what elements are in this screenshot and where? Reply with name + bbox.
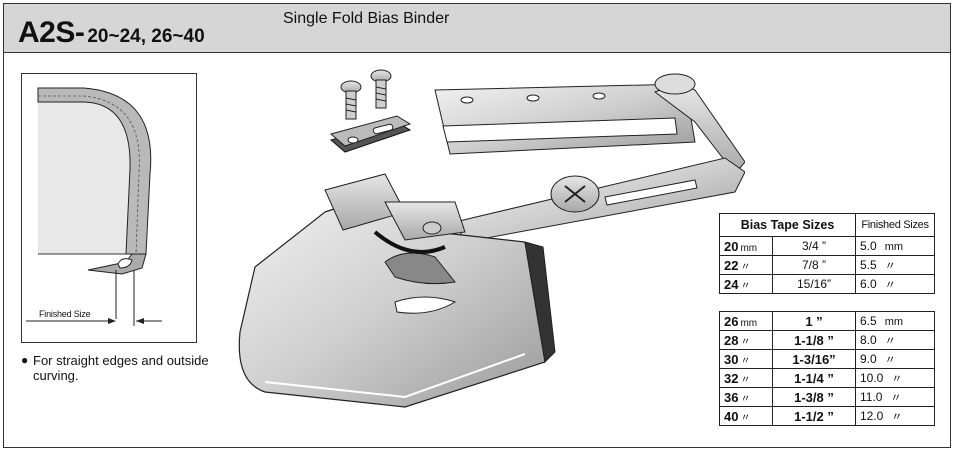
tape-size-inch: 1-1/2 ” <box>772 406 856 426</box>
tape-size-inch: 3/4 ” <box>772 236 856 256</box>
finished-size-value: 6.5 <box>860 314 877 328</box>
header-bias-tape-sizes: Bias Tape Sizes <box>719 213 856 237</box>
tape-size-inch: 1-1/8 ” <box>772 330 856 350</box>
finished-size-value: 8.0 <box>860 333 877 347</box>
header-bar: A2S-20~24, 26~40 Single Fold Bias Binder <box>4 4 950 53</box>
finished-size-unit: mm <box>884 241 904 253</box>
table-header-row: Bias Tape Sizes Finished Sizes <box>719 213 935 237</box>
tape-size-mm-value: 40 <box>724 408 739 424</box>
table-row: 24〃15/16”6.0〃 <box>719 274 935 294</box>
finished-size-unit: 〃 <box>884 354 896 366</box>
table-row: 22〃7/8 ”5.5〃 <box>719 255 935 275</box>
header-finished-sizes: Finished Sizes <box>855 213 935 237</box>
finished-size: 6.0 〃 <box>855 274 935 294</box>
tape-size-mm-value: 20 <box>724 238 739 254</box>
tape-size-mm: 40〃 <box>719 406 773 426</box>
tape-size-unit: mm <box>740 317 758 329</box>
tape-size-mm: 30〃 <box>719 349 773 369</box>
tape-size-mm: 36〃 <box>719 387 773 407</box>
tape-size-mm-value: 28 <box>724 332 739 348</box>
tape-size-mm-value: 30 <box>724 351 739 367</box>
tape-size-unit: 〃 <box>740 355 751 367</box>
tape-size-inch: 15/16” <box>772 274 856 294</box>
binding-diagram: Finished Size <box>21 73 197 343</box>
table-row: 32〃1-1/4 ”10.0〃 <box>719 368 935 388</box>
finished-size: 12.0 〃 <box>855 406 935 426</box>
tape-size-inch: 1 ” <box>772 311 856 331</box>
tape-size-unit: 〃 <box>740 393 751 405</box>
finished-size-unit: 〃 <box>891 411 903 423</box>
finished-size-unit: 〃 <box>890 392 902 404</box>
finished-size-unit: 〃 <box>884 260 896 272</box>
page-title: Single Fold Bias Binder <box>283 10 450 27</box>
tape-size-mm-value: 26 <box>724 313 739 329</box>
usage-note-text: For straight edges and outside curving. <box>33 353 209 383</box>
finished-size-value: 5.5 <box>860 258 877 272</box>
tape-size-mm: 24〃 <box>719 274 773 294</box>
finished-size: 5.0 mm <box>855 236 935 256</box>
table-row: 36〃1-3/8 ”11.0〃 <box>719 387 935 407</box>
finished-size-unit: 〃 <box>884 335 896 347</box>
tape-size-unit: 〃 <box>740 336 751 348</box>
tape-size-mm-value: 32 <box>724 370 739 386</box>
tape-size-unit: 〃 <box>740 280 751 292</box>
tape-size-unit: 〃 <box>740 261 751 273</box>
tape-size-inch: 1-1/4 ” <box>772 368 856 388</box>
model-number: A2S-20~24, 26~40 <box>18 16 205 50</box>
finished-size-label: Finished Size <box>39 309 91 319</box>
finished-size-value: 12.0 <box>860 409 884 423</box>
finished-size: 9.0 〃 <box>855 349 935 369</box>
table-row: 30〃1-3/16”9.0〃 <box>719 349 935 369</box>
tape-size-mm-value: 22 <box>724 257 739 273</box>
model-sizes: 20~24, 26~40 <box>87 26 205 47</box>
finished-size: 6.5 mm <box>855 311 935 331</box>
tape-size-mm: 28〃 <box>719 330 773 350</box>
finished-size-value: 6.0 <box>860 277 877 291</box>
fabric-binding-illustration <box>26 87 162 326</box>
finished-size: 5.5 〃 <box>855 255 935 275</box>
tape-size-mm-value: 24 <box>724 276 739 292</box>
tape-size-unit: 〃 <box>740 412 751 424</box>
finished-size-unit: 〃 <box>891 373 903 385</box>
finished-size-unit: 〃 <box>884 279 896 291</box>
screw-icon <box>340 69 392 120</box>
finished-size-unit: mm <box>884 316 904 328</box>
tape-size-mm: 22〃 <box>719 255 773 275</box>
bullet-icon: ● <box>21 353 29 367</box>
tape-size-inch: 7/8 ” <box>772 255 856 275</box>
finished-size: 8.0 〃 <box>855 330 935 350</box>
tape-size-mm-value: 36 <box>724 389 739 405</box>
tape-size-inch: 1-3/16” <box>772 349 856 369</box>
table-row: 28〃1-1/8 ”8.0〃 <box>719 330 935 350</box>
tape-size-inch: 1-3/8 ” <box>772 387 856 407</box>
model-prefix: A2S- <box>18 16 85 49</box>
table-row: 40〃1-1/2 ”12.0〃 <box>719 406 935 426</box>
bias-binder-illustration <box>238 69 745 408</box>
finished-size-value: 5.0 <box>860 239 877 253</box>
finished-size: 11.0 〃 <box>855 387 935 407</box>
finished-size-value: 9.0 <box>860 352 877 366</box>
tape-size-unit: mm <box>740 242 758 254</box>
finished-size-value: 10.0 <box>860 371 884 385</box>
tape-size-mm: 32〃 <box>719 368 773 388</box>
tape-size-unit: 〃 <box>740 374 751 386</box>
finished-size-value: 11.0 <box>860 390 883 404</box>
finished-size: 10.0 〃 <box>855 368 935 388</box>
